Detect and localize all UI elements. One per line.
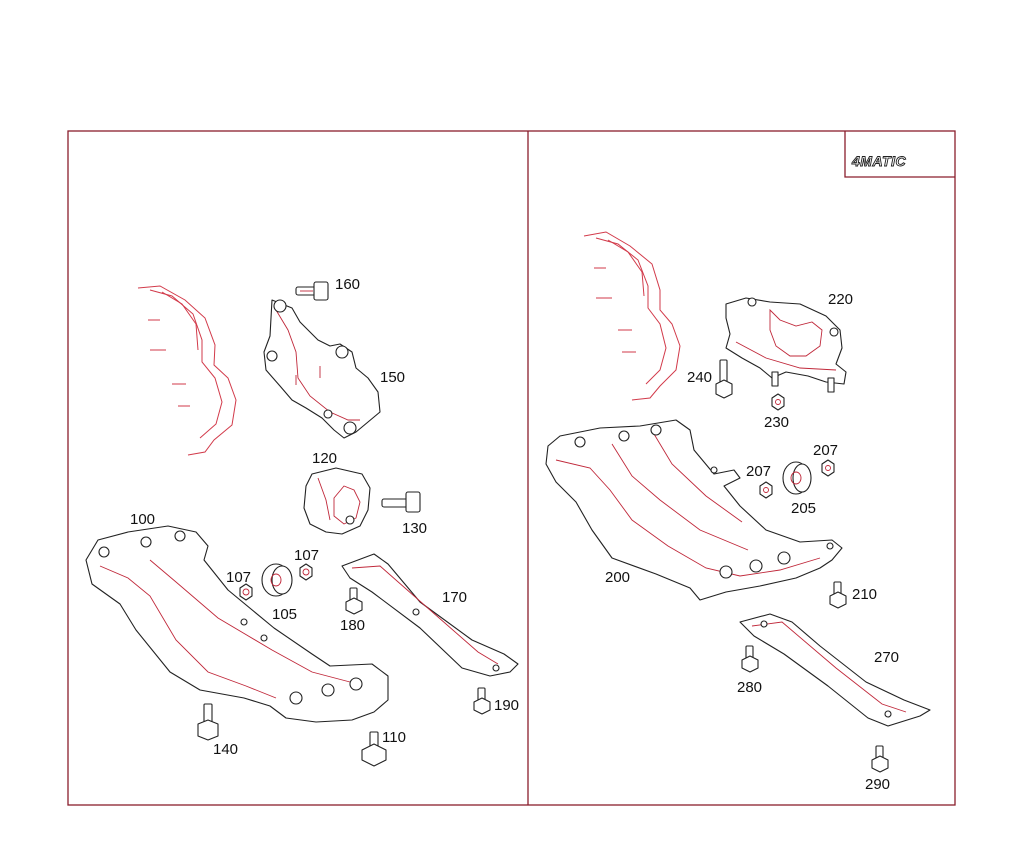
bolt-240 bbox=[715, 359, 733, 399]
callout-205: 205 bbox=[791, 500, 816, 517]
callout-107-left: 107 bbox=[226, 569, 251, 586]
bolt-180 bbox=[345, 587, 363, 615]
callout-290: 290 bbox=[865, 776, 890, 793]
transmission-mount-220 bbox=[725, 297, 847, 393]
transmission-housing-outline-right bbox=[583, 231, 681, 401]
callout-100: 100 bbox=[130, 511, 155, 528]
crossmember-200 bbox=[545, 419, 843, 601]
bushing-105 bbox=[261, 563, 293, 597]
callout-110: 110 bbox=[382, 729, 406, 746]
nut-107-right bbox=[299, 563, 313, 581]
support-rail-170 bbox=[341, 553, 519, 677]
bolt-190 bbox=[473, 687, 491, 715]
callout-150: 150 bbox=[380, 369, 405, 386]
bolt-140 bbox=[197, 703, 219, 741]
callout-207-right: 207 bbox=[813, 442, 838, 459]
left-panel: 160 150 120 130 100 107 107 105 180 170 … bbox=[85, 276, 519, 767]
bushing-205 bbox=[782, 461, 812, 495]
engine-mount-rubber bbox=[303, 467, 371, 535]
diagram-frame bbox=[67, 130, 956, 806]
bolt-110 bbox=[361, 731, 387, 767]
callout-105: 105 bbox=[272, 606, 297, 623]
nut-207-left bbox=[759, 481, 773, 499]
callout-190: 190 bbox=[494, 697, 519, 714]
callout-207-left: 207 bbox=[746, 463, 771, 480]
callout-280: 280 bbox=[737, 679, 762, 696]
callout-220: 220 bbox=[828, 291, 853, 308]
transmission-housing-outline-left bbox=[137, 285, 237, 456]
callout-230: 230 bbox=[764, 414, 789, 431]
callout-160: 160 bbox=[335, 276, 360, 293]
callout-120: 120 bbox=[312, 450, 337, 467]
callout-130: 130 bbox=[402, 520, 427, 537]
callout-180: 180 bbox=[340, 617, 365, 634]
bolt-160 bbox=[295, 281, 329, 301]
callout-107-right: 107 bbox=[294, 547, 319, 564]
nut-230 bbox=[771, 393, 785, 411]
callout-170: 170 bbox=[442, 589, 467, 606]
callout-210: 210 bbox=[852, 586, 877, 603]
bolt-280 bbox=[741, 645, 759, 673]
callout-270: 270 bbox=[874, 649, 899, 666]
callout-200: 200 bbox=[605, 569, 630, 586]
badge-text: 4MATIC bbox=[851, 153, 906, 169]
right-panel: 220 240 230 207 207 205 200 210 270 280 … bbox=[545, 231, 931, 793]
crossmember-100 bbox=[85, 525, 389, 723]
nut-207-right bbox=[821, 459, 835, 477]
4matic-badge: 4MATIC bbox=[844, 131, 955, 178]
mounting-bracket bbox=[263, 299, 381, 439]
nut-107-left bbox=[239, 583, 253, 601]
support-rail-270 bbox=[739, 613, 931, 727]
bolt-130 bbox=[381, 491, 421, 513]
callout-240: 240 bbox=[687, 369, 712, 386]
callout-140: 140 bbox=[213, 741, 238, 758]
bolt-290 bbox=[871, 745, 889, 773]
bolt-210 bbox=[829, 581, 847, 609]
